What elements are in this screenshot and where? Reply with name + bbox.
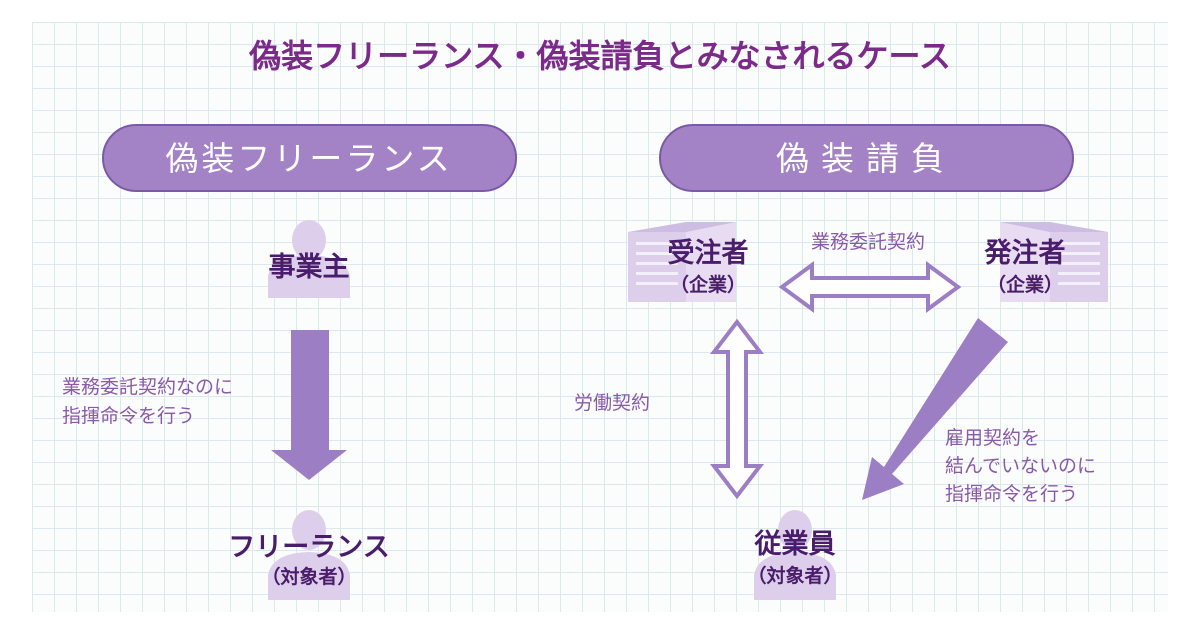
double-arrow-horizontal	[778, 261, 962, 313]
office-building-icon	[1000, 222, 1108, 302]
person-silhouette-icon	[268, 220, 350, 298]
client-sublabel: （企業）	[987, 273, 1063, 296]
left-arrow-note-line2: 指揮命令を行う	[62, 405, 195, 427]
freelancer-sublabel: （対象者）	[261, 565, 356, 588]
office-building-icon	[628, 222, 736, 302]
left-section-header-label: 偽装フリーランス	[165, 139, 452, 178]
employee-sublabel: （対象者）	[747, 564, 842, 587]
diagonal-note-line1: 雇用契約を	[945, 427, 1040, 449]
contractor-sublabel: （企業）	[670, 273, 746, 296]
client-label: 発注者	[984, 237, 1066, 269]
outsourcing-contract-label: 業務委託契約	[811, 231, 925, 253]
contractor-label: 受注者	[668, 237, 749, 269]
right-section-header: 偽装請負	[659, 124, 1074, 192]
employee-label: 従業員	[754, 529, 836, 560]
diagonal-note-line2: 結んでいないのに	[945, 455, 1096, 477]
right-section-header-label: 偽装請負	[776, 139, 956, 178]
person-silhouette-icon	[268, 510, 350, 600]
page-title: 偽装フリーランス・偽装請負とみなされるケース	[248, 37, 951, 75]
employer-label: 事業主	[269, 252, 350, 283]
diagonal-note-line3: 指揮命令を行う	[945, 483, 1078, 505]
direction-arrow-down	[271, 330, 347, 480]
freelancer-label: フリーランス	[228, 532, 389, 563]
double-arrow-vertical	[709, 318, 765, 500]
labor-contract-label: 労働契約	[574, 392, 650, 414]
person-silhouette-icon	[754, 510, 836, 600]
left-arrow-note-line1: 業務委託契約なのに	[62, 376, 233, 398]
left-section-header: 偽装フリーランス	[102, 124, 517, 192]
direction-arrow-diagonal	[862, 318, 1008, 500]
grid-background	[32, 22, 1168, 612]
